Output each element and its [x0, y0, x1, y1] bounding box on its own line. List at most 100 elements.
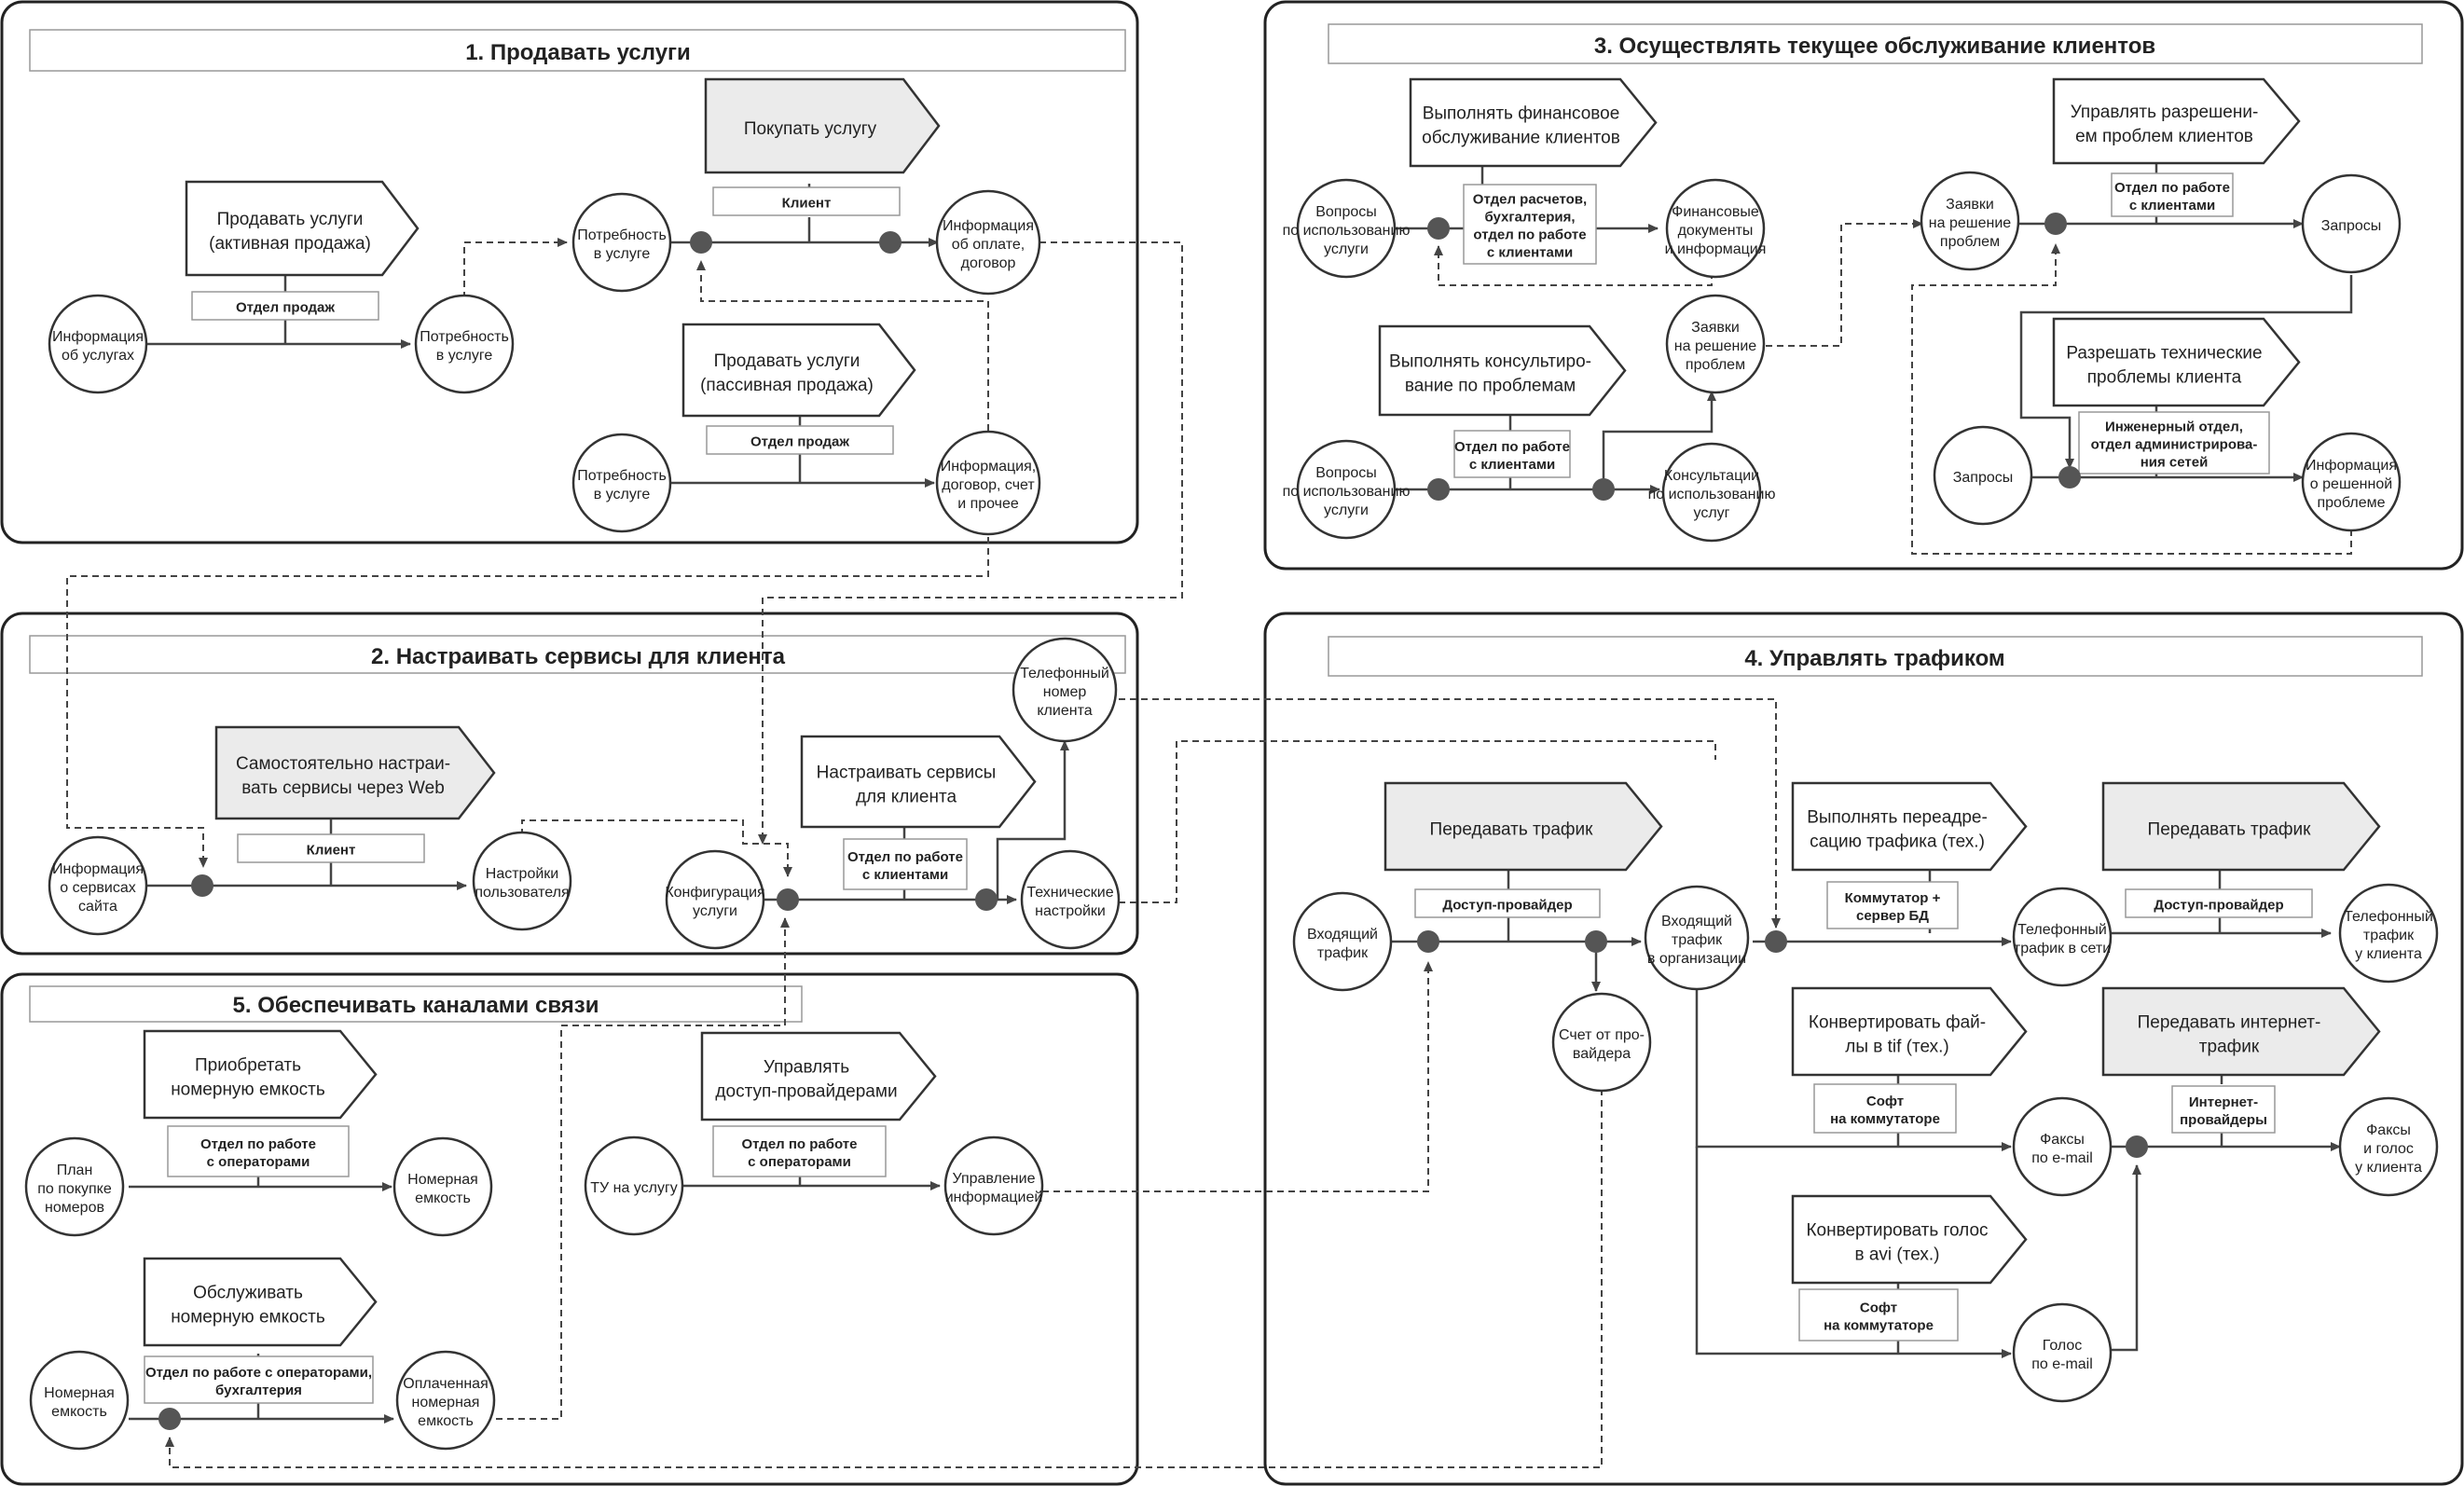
role-label-line: с клиентами — [862, 867, 948, 883]
node-label-line: и прочее — [957, 496, 1019, 512]
junction-dot — [2044, 213, 2067, 235]
role-label-line: Доступ-провайдер — [2154, 898, 2283, 914]
role-label-line: Доступ-провайдер — [1442, 898, 1572, 914]
role-label-line: бухгалтерия, — [1484, 210, 1575, 226]
node-label-line: Телефонный — [2017, 922, 2107, 938]
node-label-line: емкость — [418, 1413, 474, 1429]
node-circle — [2338, 1096, 2439, 1197]
node-circle — [1644, 885, 1750, 991]
role-box — [1463, 184, 1597, 265]
process-shape — [214, 725, 496, 820]
role-r2-client: Клиент — [237, 833, 425, 863]
process-label: Продавать услуги (активная продажа) — [209, 210, 371, 254]
process-label-line: Конвертировать фай- — [1809, 1013, 1986, 1033]
node-label-line: Финансовые — [1672, 204, 1759, 220]
role-r5-ops3: Отдел по работе с операторами,бухгалтери… — [144, 1355, 374, 1404]
process-label-line: ем проблем клиентов — [2075, 127, 2253, 146]
role-label-line: Софт — [1860, 1300, 1897, 1316]
process-p4-transfer: Передавать трафик — [1383, 781, 1663, 872]
panel-2-title-bar — [29, 635, 1126, 674]
node-n3-consres: Консультации по использованию услуг — [1648, 442, 1776, 543]
node-circle — [472, 831, 572, 931]
node-label-line: Управление — [953, 1171, 1036, 1187]
node-label-line: по использованию — [1283, 484, 1411, 500]
flow-line — [2019, 275, 2353, 469]
node-label-line: по использованию — [1648, 487, 1776, 502]
process-label-line: Выполнять консультиро- — [1389, 352, 1591, 372]
process-label: Передавать трафик — [2148, 820, 2312, 840]
process-p1-buy: Покупать услугу — [704, 77, 941, 174]
panel-4-title: 4. Управлять трафиком — [1744, 646, 2004, 671]
process-label-line: Обслуживать — [193, 1284, 303, 1303]
node-label-line: в услуге — [594, 246, 651, 262]
node-label-line: по e-mail — [2031, 1356, 2093, 1372]
node-circle — [2012, 1096, 2113, 1197]
node-circle — [2012, 1302, 2113, 1403]
process-label: Конвертировать фай-лы в tif (тех.) — [1809, 1013, 1986, 1057]
node-circle — [665, 849, 765, 950]
process-shape — [1791, 986, 2028, 1077]
role-label: Инженерный отдел,отдел администрирова-ни… — [2091, 420, 2258, 471]
panel-1-title-bar — [29, 29, 1126, 72]
panel-1-title: 1. Продавать услуги — [465, 40, 691, 65]
node-label-line: Вопросы — [1315, 204, 1377, 220]
node-label: ТУ на услугу — [590, 1180, 678, 1196]
node-circle — [1012, 637, 1118, 743]
node-label-line: услуг — [1694, 505, 1730, 521]
process-shape — [1383, 781, 1663, 872]
role-label-line: Отдел по работе с операторами, — [145, 1365, 372, 1381]
panel-5-title: 5. Обеспечивать каналами связи — [233, 993, 599, 1018]
role-box — [1453, 430, 1571, 478]
role-label-line: ния сетей — [2141, 455, 2209, 471]
panel-2-title: 2. Настраивать сервисы для клиента — [371, 644, 786, 669]
process-label-line: проблемы клиента — [2087, 368, 2242, 388]
process-label-line: для клиента — [856, 788, 957, 807]
panel-3-title: 3. Осуществлять текущее обслуживание кли… — [1594, 34, 2155, 59]
process-label-line: Настраивать сервисы — [817, 764, 997, 783]
process-label-line: (пассивная продажа) — [700, 376, 874, 395]
process-label-line: (активная продажа) — [209, 234, 371, 254]
process-shape — [681, 323, 916, 418]
process-label-line: Конвертировать голос — [1806, 1221, 1988, 1241]
process-shape — [143, 1029, 378, 1120]
node-label-line: Консультации — [1664, 468, 1759, 484]
process-label-line: Управлять разрешени- — [2071, 103, 2259, 122]
node-circle — [2338, 883, 2439, 984]
process-label-line: Продавать услуги — [217, 210, 364, 229]
role-label-line: на коммутаторе — [1830, 1111, 1940, 1127]
process-label: Настраивать сервисы для клиента — [817, 764, 997, 807]
node-circle — [48, 835, 148, 936]
node-n5-tu: ТУ на услугу — [584, 1135, 684, 1236]
node-label-line: трафик в сети — [2014, 941, 2111, 956]
node-label-line: Конфигурация — [665, 885, 764, 901]
process-shape — [704, 77, 941, 174]
